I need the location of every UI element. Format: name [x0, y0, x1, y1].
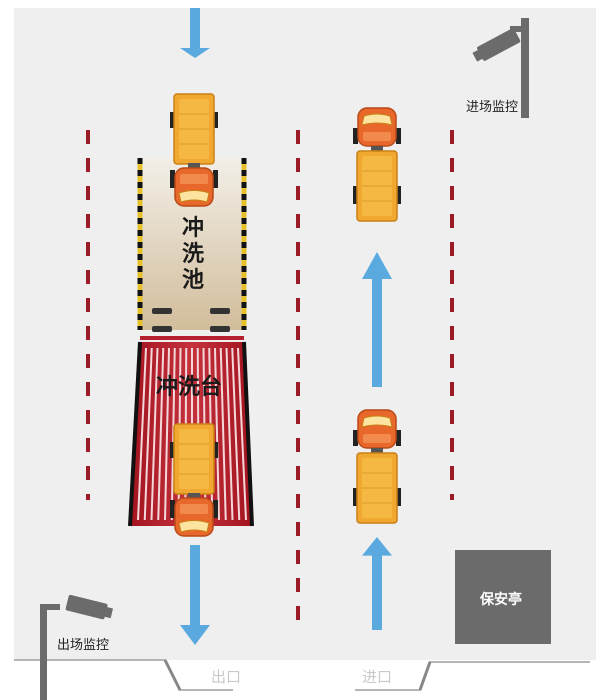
guard-booth-label: 保安亭 — [480, 592, 522, 608]
wash-pool-label: 冲洗池 — [181, 216, 204, 293]
exit-monitor-label: 出场监控 — [57, 638, 110, 653]
platform-stripe — [219, 347, 227, 521]
dump-truck-icon — [352, 409, 402, 524]
exit-gate-post — [163, 659, 182, 691]
wash-pool — [137, 158, 247, 340]
dump-truck-icon — [169, 93, 219, 207]
dump-truck-icon — [352, 107, 402, 222]
exit-gate-label: 出口 — [211, 668, 242, 686]
guard-booth — [455, 550, 551, 644]
entry-monitor-label: 进场监控 — [466, 100, 519, 115]
platform-stripe — [137, 347, 147, 521]
wash-platform-label: 冲洗台 — [156, 375, 223, 400]
exit-cctv-camera-icon — [40, 594, 114, 700]
entry-gate-post — [418, 661, 432, 691]
platform-stripe — [143, 347, 153, 521]
platform-stripe — [150, 347, 159, 521]
platform-stripe — [157, 347, 165, 521]
entry-gate-label: 进口 — [362, 668, 393, 686]
platform-stripe — [231, 347, 241, 521]
platform-stripe — [214, 347, 220, 521]
platform-stripe — [237, 347, 247, 521]
entry-cctv-camera-icon — [472, 18, 529, 118]
platform-stripe — [164, 347, 170, 521]
platform-stripe — [225, 347, 234, 521]
dump-truck-icon — [169, 423, 219, 537]
